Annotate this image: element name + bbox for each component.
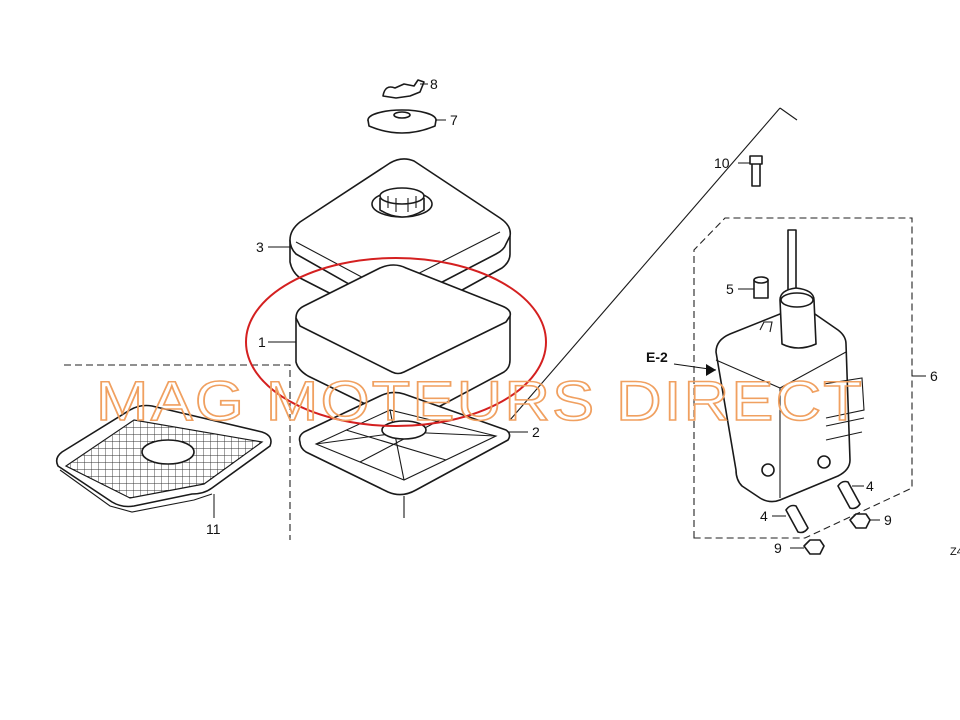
clip-part-8 (382, 79, 428, 99)
callout-4-lower: 4 (760, 508, 768, 524)
callout-11: 11 (206, 521, 221, 537)
callout-9-lower: 9 (774, 540, 782, 556)
screen-part-11 (55, 404, 272, 518)
callout-7: 7 (450, 112, 458, 128)
callout-2: 2 (532, 424, 540, 440)
reference-e2: E-2 (646, 349, 668, 365)
watermark-text: MAG MOTEURS DIRECT (96, 369, 864, 432)
callout-4-right: 4 (866, 478, 874, 494)
callout-1: 1 (258, 334, 266, 350)
corner-code: Z4 (950, 546, 960, 558)
callout-8: 8 (430, 76, 438, 92)
foam-element-part-1 (268, 264, 512, 423)
callout-6: 6 (930, 368, 938, 384)
highlight-circle (245, 257, 547, 427)
callout-3: 3 (256, 239, 264, 255)
callout-5: 5 (726, 281, 734, 297)
guide-lines (64, 107, 913, 540)
callout-9-right: 9 (884, 512, 892, 528)
cover-nut-part-7 (367, 109, 446, 134)
air-intake-assembly-part-6 (673, 155, 926, 555)
callout-labels: 1 2 3 4 4 5 6 7 8 9 9 10 11 E-2 Z4 (206, 76, 960, 558)
callout-10: 10 (714, 155, 730, 171)
